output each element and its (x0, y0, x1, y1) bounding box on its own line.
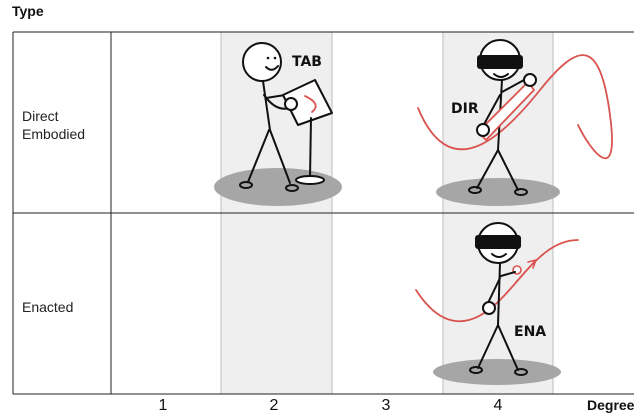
row-label-direct-embodied: Direct Embodied (22, 107, 85, 143)
ena-label: ENA (514, 324, 546, 340)
type-axis-title: Type (12, 3, 44, 19)
dir-figure (417, 39, 613, 206)
degree-tick-3: 3 (381, 397, 391, 414)
ena-shadow (433, 359, 561, 385)
degree-tick-2: 2 (269, 397, 279, 414)
tab-shadow (214, 168, 342, 206)
row-label-line: Enacted (22, 299, 74, 315)
dir-data-curve (417, 54, 613, 160)
ena-data-curve (415, 239, 579, 322)
dir-label: DIR (451, 101, 479, 117)
dir-shadow (436, 178, 560, 206)
row-label-enacted: Enacted (22, 298, 73, 316)
tab-figure (214, 42, 342, 206)
row-label-line: Direct (22, 108, 59, 124)
row-label-line: Embodied (22, 126, 86, 142)
dir-curve-grip (477, 81, 535, 141)
tab-head (242, 42, 282, 82)
ena-figure (415, 222, 579, 385)
degree-tick-1: 1 (158, 397, 168, 414)
tab-label: TAB (292, 54, 322, 70)
degree-axis-title: Degree (587, 397, 635, 413)
degree-tick-4: 4 (493, 397, 503, 414)
